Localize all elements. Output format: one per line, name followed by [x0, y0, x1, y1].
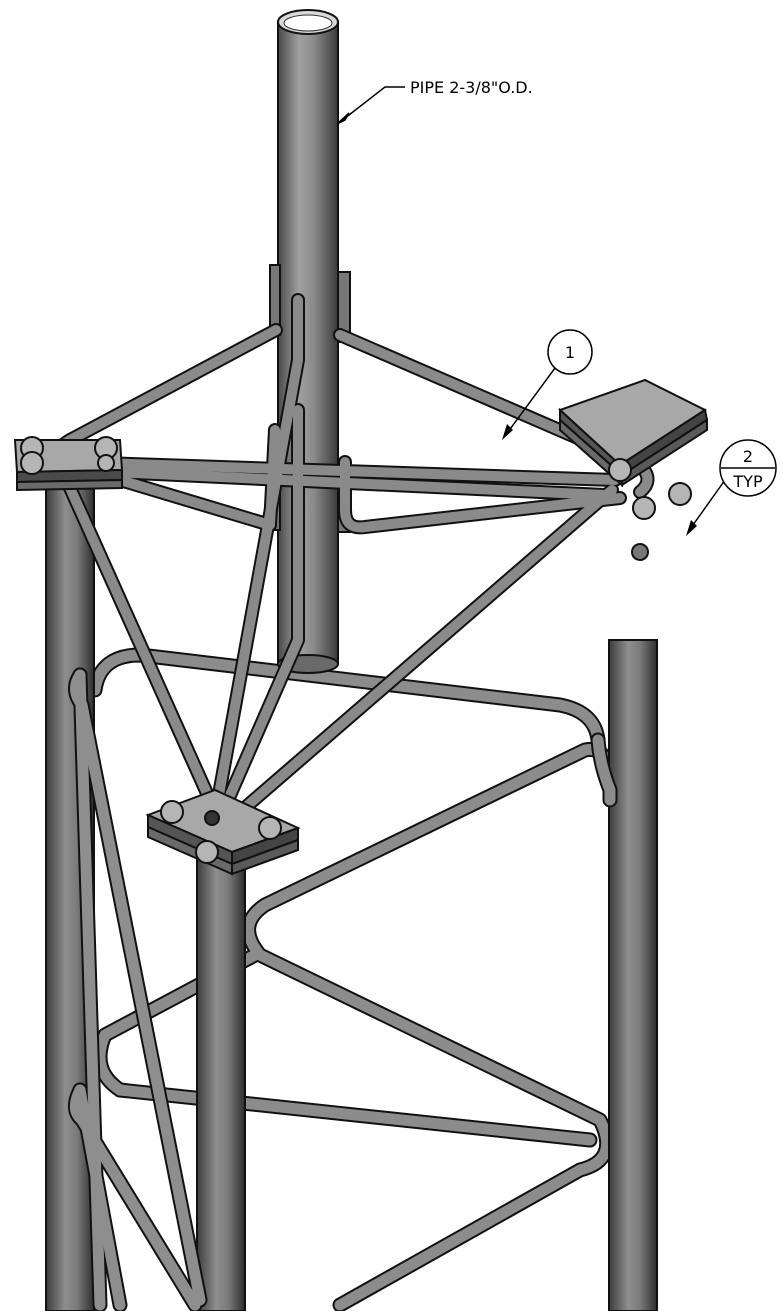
balloon-1: 1 [502, 329, 593, 440]
pipe-leader-arrow [336, 112, 350, 125]
right-plate [558, 378, 709, 561]
upper-bracing [47, 293, 655, 819]
pipe-leader-line [339, 86, 405, 123]
left-lattice [68, 667, 208, 1311]
pipe-size-label: PIPE 2-3/8"O.D. [410, 78, 533, 97]
balloon-2: 2 TYP [686, 439, 777, 536]
pipe-callout: PIPE 2-3/8"O.D. [336, 78, 533, 125]
rear-lattice [87, 647, 618, 1311]
right-leg [608, 639, 658, 1311]
balloon-2-number: 2 [743, 447, 753, 466]
left-plate [13, 436, 124, 492]
front-plate [145, 788, 301, 876]
right-hook-rod [590, 732, 618, 808]
front-leg [196, 839, 246, 1311]
tower-legs [45, 469, 658, 1311]
balloon-1-number: 1 [565, 343, 575, 362]
mast-pipe [277, 9, 339, 674]
balloon-2-typ: TYP [732, 472, 763, 491]
